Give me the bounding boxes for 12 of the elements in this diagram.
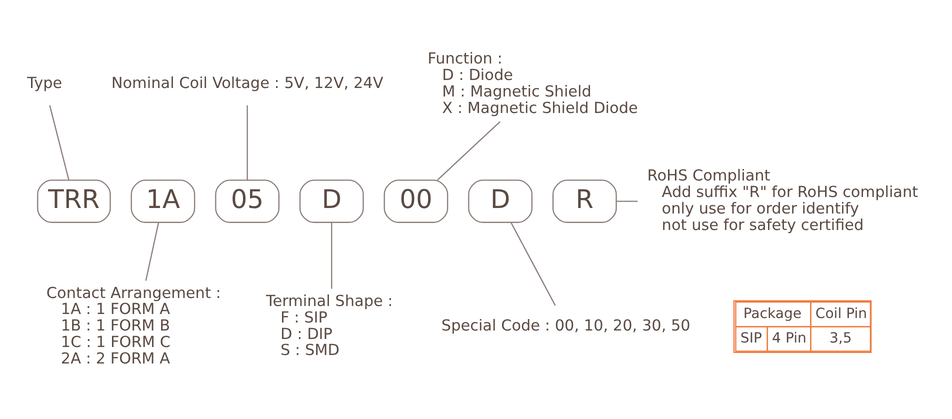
label: Coil Pin (815, 306, 868, 322)
node-text: Type (27, 74, 62, 92)
node-text: Nominal Coil Voltage : 5V, 12V, 24V (111, 74, 384, 92)
label: Package (743, 306, 802, 322)
label: SIP (740, 330, 762, 347)
node-text: Contact Arrangement : 1A : 1 FORM A 1B : 1 FORM B 1C : 1 FORM C 2A : 2 FORM A (46, 284, 221, 368)
node-text: Special Code : 00, 10, 20, 30, 50 (441, 316, 690, 335)
node-text: Terminal Shape : F : SIP D : DIP S : SMD (266, 292, 393, 360)
label: 4 Pin (772, 330, 806, 347)
node-text: RoHS Compliant Add suffix "R" for RoHS compliant only use for order identify not use for safety certified (647, 166, 918, 234)
label: 3,5 (829, 330, 852, 347)
node-text: Function : D : Diode M : Magnetic Shield X : Magnetic Shield Diode (428, 50, 638, 117)
